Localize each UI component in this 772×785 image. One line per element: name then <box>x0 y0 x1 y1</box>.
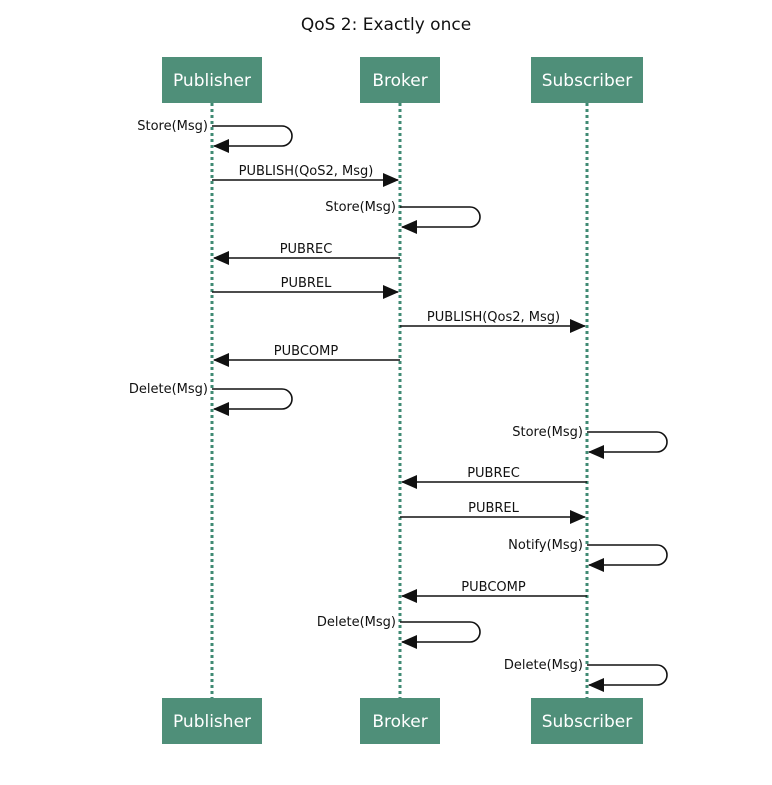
self-message: Delete(Msg) <box>504 658 668 692</box>
message-label: PUBREL <box>281 276 333 291</box>
subscriber-box-rect <box>531 698 643 744</box>
messages: Store(Msg) PUBLISH(QoS2, Msg) Store(Msg) PU… <box>129 119 668 692</box>
message-arrow: PUBREC <box>401 466 587 489</box>
message-arrow: PUBREL <box>212 276 399 299</box>
message-label: PUBREC <box>467 466 520 481</box>
self-message-loop <box>587 664 668 692</box>
self-message-loop <box>400 206 481 234</box>
message-arrow: PUBCOMP <box>401 580 587 603</box>
self-message-label: Delete(Msg) <box>317 615 396 630</box>
self-message-label: Delete(Msg) <box>129 382 208 397</box>
message-label: PUBCOMP <box>274 344 339 359</box>
publisher-label: Publisher <box>173 71 251 91</box>
self-message-label: Delete(Msg) <box>504 658 583 673</box>
message-label: PUBREC <box>280 242 333 257</box>
self-message: Store(Msg) <box>512 425 668 459</box>
self-message-loop <box>400 621 481 649</box>
publisher-box-bottom: Publisher <box>162 698 262 744</box>
message-arrow: PUBCOMP <box>213 344 400 367</box>
self-message: Store(Msg) <box>137 119 293 153</box>
publisher-box-rect <box>162 698 262 744</box>
diagram-title: QoS 2: Exactly once <box>301 15 471 35</box>
participant-boxes: PublisherPublisherBrokerBrokerSubscriber… <box>162 57 643 744</box>
broker-box-top: Broker <box>360 57 440 103</box>
self-message: Store(Msg) <box>325 200 481 234</box>
lifelines <box>210 103 589 698</box>
message-label: PUBLISH(Qos2, Msg) <box>427 310 560 325</box>
broker-box-rect <box>360 57 440 103</box>
publisher-box-top: Publisher <box>162 57 262 103</box>
message-arrow: PUBREL <box>400 501 586 524</box>
broker-box-bottom: Broker <box>360 698 440 744</box>
self-message-label: Store(Msg) <box>325 200 396 215</box>
message-label: PUBREL <box>468 501 520 516</box>
self-message-label: Notify(Msg) <box>508 538 583 553</box>
subscriber-label: Subscriber <box>542 712 633 732</box>
self-message-label: Store(Msg) <box>512 425 583 440</box>
self-message: Notify(Msg) <box>508 538 668 572</box>
message-label: PUBLISH(QoS2, Msg) <box>239 164 374 179</box>
subscriber-box-rect <box>531 57 643 103</box>
subscriber-label: Subscriber <box>542 71 633 91</box>
message-arrow: PUBLISH(QoS2, Msg) <box>212 164 399 187</box>
self-message: Delete(Msg) <box>129 382 293 416</box>
self-message-loop <box>587 544 668 572</box>
broker-box-rect <box>360 698 440 744</box>
publisher-label: Publisher <box>173 712 251 732</box>
message-arrow: PUBLISH(Qos2, Msg) <box>400 310 586 333</box>
self-message-label: Store(Msg) <box>137 119 208 134</box>
subscriber-box-top: Subscriber <box>531 57 643 103</box>
broker-label: Broker <box>372 712 427 732</box>
subscriber-box-bottom: Subscriber <box>531 698 643 744</box>
self-message-loop <box>212 125 293 153</box>
message-label: PUBCOMP <box>461 580 526 595</box>
publisher-box-rect <box>162 57 262 103</box>
self-message-loop <box>587 431 668 459</box>
self-message: Delete(Msg) <box>317 615 481 649</box>
broker-label: Broker <box>372 71 427 91</box>
self-message-loop <box>212 388 293 416</box>
message-arrow: PUBREC <box>213 242 400 265</box>
